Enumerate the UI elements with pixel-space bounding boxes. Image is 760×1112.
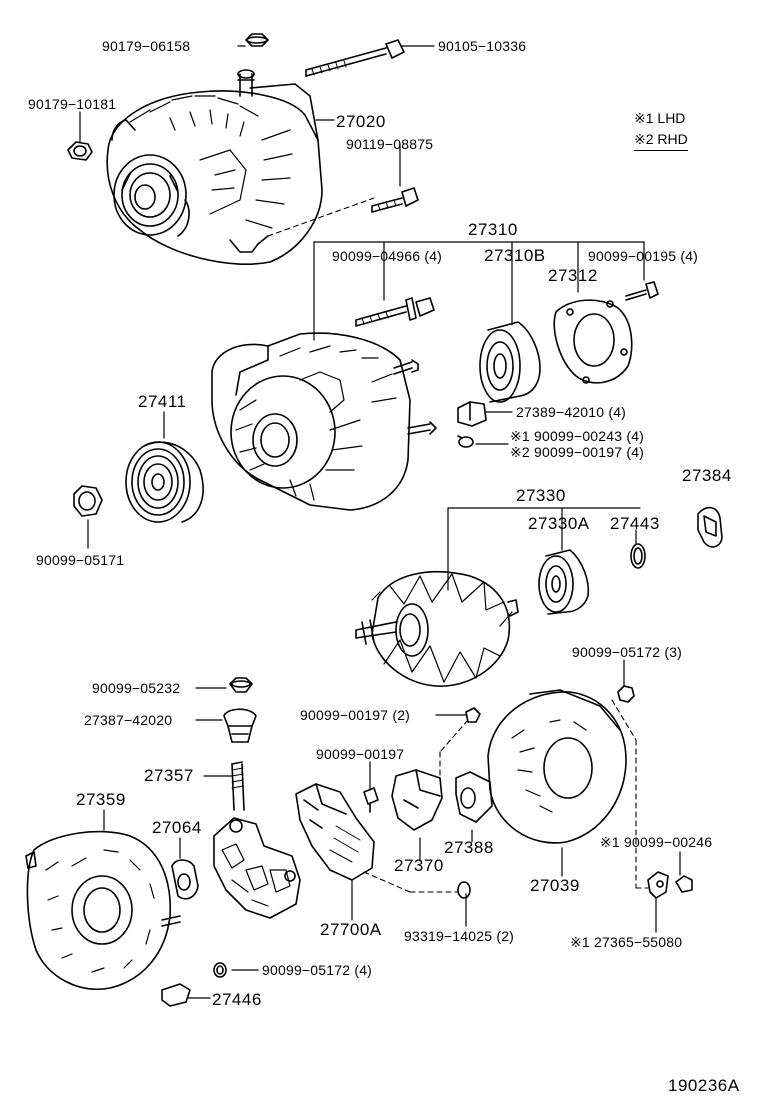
insulator-27389 (457, 401, 487, 427)
label-90179-10181: 90179−10181 (28, 96, 117, 112)
label-27443: 27443 (610, 514, 660, 533)
label-93319-14025: 93319−14025 (2) (404, 928, 515, 944)
terminal-stud-27357 (231, 761, 245, 811)
rear-cover-27039 (487, 689, 627, 844)
screw-90099-00195 (625, 281, 659, 301)
label-90099-00243: ※1 90099−00243 (4) (510, 428, 645, 444)
screw-90099-00243 (457, 435, 474, 448)
leader-lines (79, 45, 681, 999)
label-27446: 27446 (212, 990, 262, 1009)
label-27357: 27357 (144, 766, 194, 785)
label-27387-42020: 27387−42020 (84, 712, 173, 728)
nut-90179-06158 (245, 33, 269, 47)
bracket-27365 (647, 871, 669, 899)
bearing-27330A (538, 549, 590, 615)
label-90099-00246: ※1 90099−00246 (600, 834, 713, 850)
label-90179-06158: 90179−06158 (102, 38, 191, 54)
label-90099-05232: 90099−05232 (92, 680, 181, 696)
label-27384: 27384 (682, 466, 732, 485)
label-27370: 27370 (394, 856, 444, 875)
label-27064: 27064 (152, 818, 202, 837)
rotor-assembly-27330 (355, 570, 519, 687)
end-cover-27359 (25, 830, 181, 990)
label-27020: 27020 (336, 112, 386, 131)
label-90099-05171: 90099−05171 (36, 552, 125, 568)
bearing-27310B (479, 321, 541, 403)
alternator-assembly-27020 (106, 69, 323, 265)
label-90119-08875: 90119−08875 (346, 136, 434, 152)
bolt-90099-04966 (355, 297, 435, 327)
label-90099-05172-3: 90099−05172 (3) (572, 644, 683, 660)
label-27389-42010: 27389−42010 (4) (516, 404, 627, 420)
screw-90099-00197 (363, 787, 379, 813)
label-90105-10336: 90105−10336 (438, 38, 527, 54)
label-27359: 27359 (76, 790, 126, 809)
label-27310B: 27310B (484, 246, 546, 265)
label-90099-05172-4: 90099−05172 (4) (262, 962, 373, 978)
nut-90099-05172-4 (213, 962, 227, 978)
legend: ※1 LHD ※2 RHD (634, 108, 688, 151)
ring-27443 (630, 543, 646, 569)
brush-holder-27370 (391, 769, 443, 831)
label-90099-00197: 90099−00197 (316, 746, 405, 762)
diagram-id: 190236A (668, 1076, 740, 1095)
label-27411: 27411 (138, 392, 187, 411)
bolt-90105-10336 (305, 39, 405, 77)
screw-90099-00246 (675, 875, 693, 893)
label-27330: 27330 (516, 486, 566, 505)
cover-27384 (697, 506, 723, 548)
label-27312: 27312 (548, 266, 598, 285)
rectifier-assembly (213, 817, 301, 919)
label-27388: 27388 (444, 838, 494, 857)
nut-90099-05172-3 (617, 685, 635, 703)
bolt-90119-08875 (371, 187, 419, 213)
screw-90099-00197-pair (465, 707, 481, 723)
label-27310: 27310 (468, 220, 518, 239)
legend-lhd: ※1 LHD (634, 110, 686, 126)
nut-90179-10181 (67, 141, 93, 161)
label-90099-00197-rhd: ※2 90099−00197 (4) (510, 444, 645, 460)
plate-27446 (161, 983, 191, 1007)
cover-27388 (455, 771, 493, 823)
gasket-27064 (171, 859, 199, 900)
rear-frame-housing (211, 332, 437, 511)
insulator-27387 (223, 708, 257, 743)
label-27700A: 27700A (320, 920, 382, 939)
label-90099-04966: 90099−04966 (4) (332, 248, 443, 264)
pulley-27411 (125, 441, 204, 523)
regulator-27700A (295, 783, 375, 881)
label-27330A: 27330A (528, 514, 590, 533)
label-90099-00195: 90099−00195 (4) (588, 248, 699, 264)
retainer-plate-27312 (553, 299, 633, 384)
nut-90099-05232 (229, 677, 253, 693)
label-27365-55080: ※1 27365−55080 (570, 934, 683, 950)
label-27039: 27039 (530, 876, 580, 895)
label-90099-00197-2: 90099−00197 (2) (300, 707, 411, 723)
dashed-guides (267, 197, 649, 893)
nut-90099-05171 (73, 485, 103, 517)
legend-rhd: ※2 RHD (634, 129, 688, 151)
grommet-93319-14025 (457, 881, 471, 899)
